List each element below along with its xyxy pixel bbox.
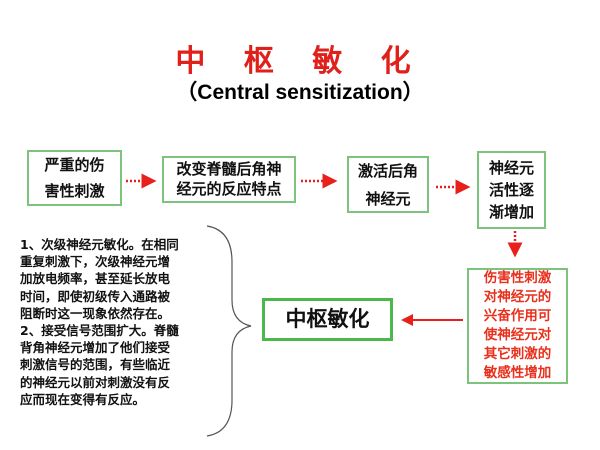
box-line: 严重的伤 — [44, 156, 105, 174]
box-line: 激活后角 — [357, 161, 418, 180]
central-sensitization-box: 中枢敏化 — [262, 298, 393, 341]
explanation-text: 1、次级神经元敏化。在相同 重复刺激下，次级神经元增 加放电频率，甚至延长放电 … — [20, 236, 220, 408]
flow-box-activity-increase: 神经元活性逐渐增加 — [477, 151, 546, 229]
box-line: 活性逐 — [488, 181, 534, 199]
box-line: 害性刺激 — [44, 182, 105, 200]
curly-brace — [206, 225, 252, 437]
flow-box-severe-stimulus: 严重的伤害性刺激 — [27, 150, 122, 206]
box-line: 其它刺激的 — [483, 346, 552, 362]
text-line: 加放电频率，甚至延长放电 — [20, 271, 171, 287]
text-line: 重复刺激下，次级神经元增 — [20, 254, 171, 270]
text-line: 2、接受信号范围扩大。脊髓 — [20, 323, 179, 339]
effect-box: 伤害性刺激 对神经元的 兴奋作用可 使神经元对 其它刺激的 敏感性增加 — [467, 268, 568, 384]
box-line: 伤害性刺激 — [483, 270, 552, 286]
text-line: 刺激信号的范围，有些临近 — [20, 357, 171, 373]
text-line: 的神经元以前对刺激没有反 — [20, 374, 171, 390]
text-line: 时间，即使初级传入通路被 — [20, 288, 171, 304]
box-line: 经元的反应特点 — [176, 179, 282, 198]
box-line: 兴奋作用可 — [483, 308, 552, 324]
box-line: 渐增加 — [488, 203, 534, 221]
text-line: 背角神经元增加了他们接受 — [20, 340, 171, 356]
text-line: 应而现在变得有反应。 — [20, 391, 146, 407]
slide-subtitle: （Central sensitization） — [176, 81, 424, 104]
box-line: 神经元 — [488, 159, 534, 177]
text-line: 1、次级神经元敏化。在相同 — [20, 237, 179, 252]
box-line: 神经元 — [365, 189, 411, 208]
box-line: 使神经元对 — [483, 327, 552, 343]
flow-box-activate-neurons: 激活后角神经元 — [347, 156, 429, 213]
box-line: 改变脊髓后角神 — [176, 160, 282, 178]
box-line: 敏感性增加 — [483, 365, 552, 381]
box-line: 对神经元的 — [483, 289, 552, 305]
slide-title: 中 枢 敏 化 — [175, 44, 425, 79]
flow-box-dorsal-horn-change: 改变脊髓后角神经元的反应特点 — [162, 156, 296, 203]
text-line: 阻断时这一现象依然存在。 — [20, 305, 171, 321]
